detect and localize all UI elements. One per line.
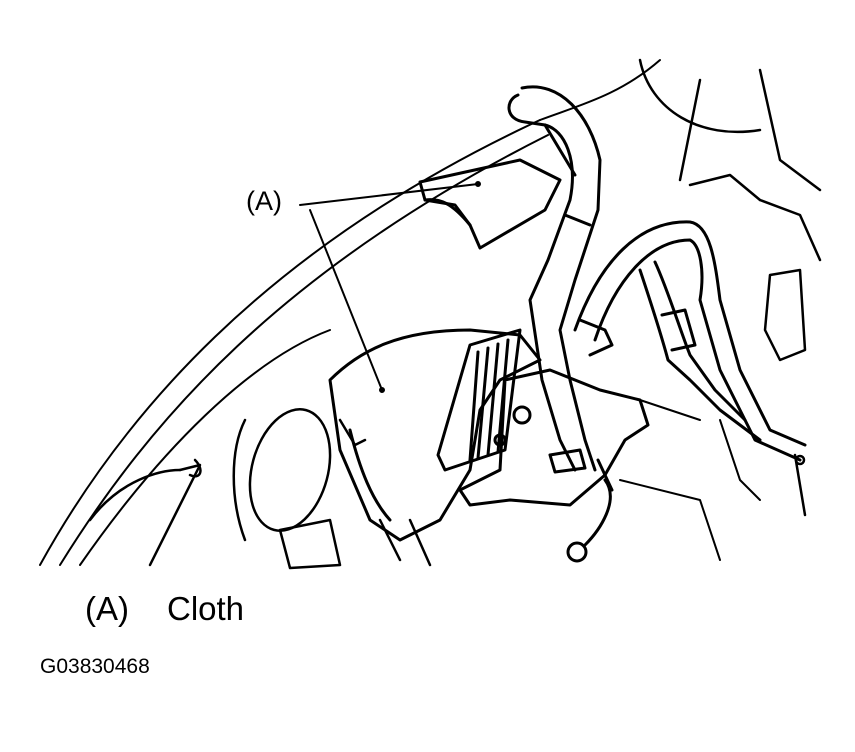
power-steering-hoses-right xyxy=(573,220,807,462)
leader-dot-lower xyxy=(379,387,385,393)
cloth-lower xyxy=(328,328,542,542)
callout-leaders xyxy=(299,183,479,391)
legend-description: Cloth xyxy=(167,590,245,627)
callout-label-a: (A) xyxy=(246,186,282,216)
power-steering-hose-main xyxy=(507,85,602,472)
engine-bay-illustration xyxy=(39,58,822,570)
leader-dot-upper xyxy=(475,181,481,187)
cloth-upper xyxy=(418,158,562,250)
right-bracket xyxy=(638,58,822,517)
legend-key: (A) xyxy=(85,590,129,627)
engine-lower-right xyxy=(619,399,761,561)
legend-row: (A) Cloth xyxy=(85,592,244,625)
power-steering-pump xyxy=(458,368,650,563)
pump-pulley xyxy=(436,328,522,472)
fender-edge-lines xyxy=(39,59,661,566)
lower-left-components xyxy=(88,408,432,570)
figure-id: G03830468 xyxy=(40,655,150,678)
